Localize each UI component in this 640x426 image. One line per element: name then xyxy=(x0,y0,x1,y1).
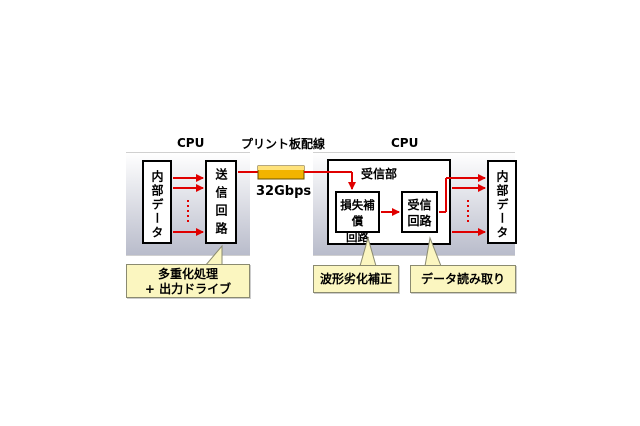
loss-compensation-box: 損失補償 回路 xyxy=(335,191,380,244)
pcb-wiring-title: プリント板配線 xyxy=(241,137,326,151)
data-rate-label: 32Gbps xyxy=(256,184,312,199)
eq-callout-tail xyxy=(359,236,377,267)
right-cpu-title: CPU xyxy=(391,136,419,150)
loss-compensation-line2: 回路 xyxy=(346,230,369,244)
rx-circuit-box: 受信 回路 xyxy=(401,191,438,233)
mux-callout-tail xyxy=(203,244,223,267)
mux-callout: 多重化処理 + 出力ドライブ xyxy=(126,264,250,298)
mux-callout-line2: + 出力ドライブ xyxy=(144,282,232,296)
left-internal-data-label: 内部データ xyxy=(150,170,164,240)
waveform-correction-callout: 波形劣化補正 xyxy=(313,265,399,293)
rx-section-label: 受信部 xyxy=(361,167,398,181)
mux-callout-line1: 多重化処理 xyxy=(157,267,218,281)
tx-circuit-box: 送信回路 xyxy=(205,160,237,244)
rx-circuit-line1: 受信 xyxy=(407,198,432,212)
right-internal-data-box: 内部データ xyxy=(487,160,517,244)
data-read-callout: データ読み取り xyxy=(410,265,516,293)
right-internal-data-label: 内部データ xyxy=(495,170,509,240)
read-callout-tail xyxy=(424,236,442,267)
left-internal-data-box: 内部データ xyxy=(142,160,172,244)
rx-circuit-line2: 回路 xyxy=(407,214,432,228)
left-cpu-title: CPU xyxy=(177,136,205,150)
data-read-label: データ読み取り xyxy=(420,272,505,286)
tx-circuit-label: 送信回路 xyxy=(214,168,228,240)
waveform-correction-label: 波形劣化補正 xyxy=(319,272,392,286)
loss-compensation-line1: 損失補償 xyxy=(340,198,375,228)
